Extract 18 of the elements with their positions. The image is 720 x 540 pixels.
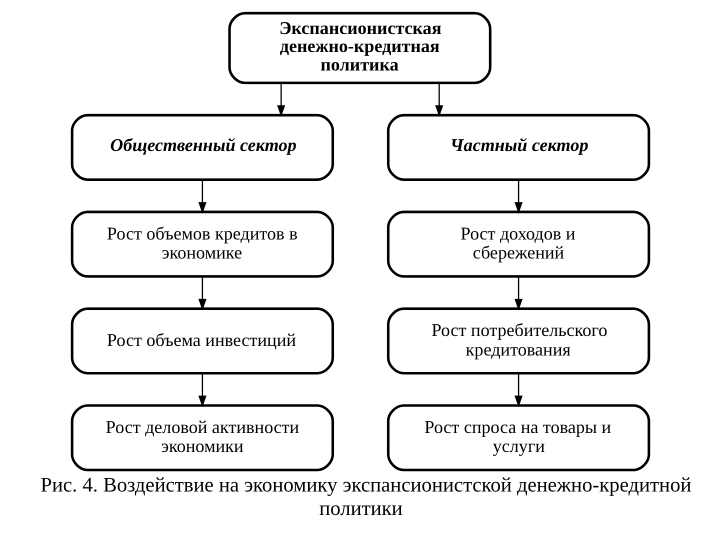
node-box: Рост потребительского кредитования (386, 307, 650, 375)
node-box: Рост объема инвестиций (70, 307, 334, 375)
node-box: Рост доходов и сбережений (386, 210, 650, 278)
arrow (198, 180, 206, 214)
node-box: Рост деловой активности экономики (70, 404, 334, 472)
arrow (514, 180, 522, 214)
node-box: Общественный сектор (70, 114, 334, 181)
caption: Рис. 4. Воздействие на экономику экспансионистской денежно-кредитной политики (40, 474, 691, 520)
arrow (276, 83, 285, 117)
arrow (198, 276, 206, 311)
arrow (514, 374, 522, 408)
node-box: Частный сектор (386, 114, 650, 181)
node-box: Рост спроса на товары и услуги (386, 404, 650, 472)
arrow (434, 83, 443, 117)
arrow (198, 374, 206, 408)
arrow (514, 276, 522, 311)
node-box: Рост объемов кредитов в экономике (70, 210, 334, 278)
node-box: Экспансионистская денежно-кредитная политика (228, 12, 491, 84)
